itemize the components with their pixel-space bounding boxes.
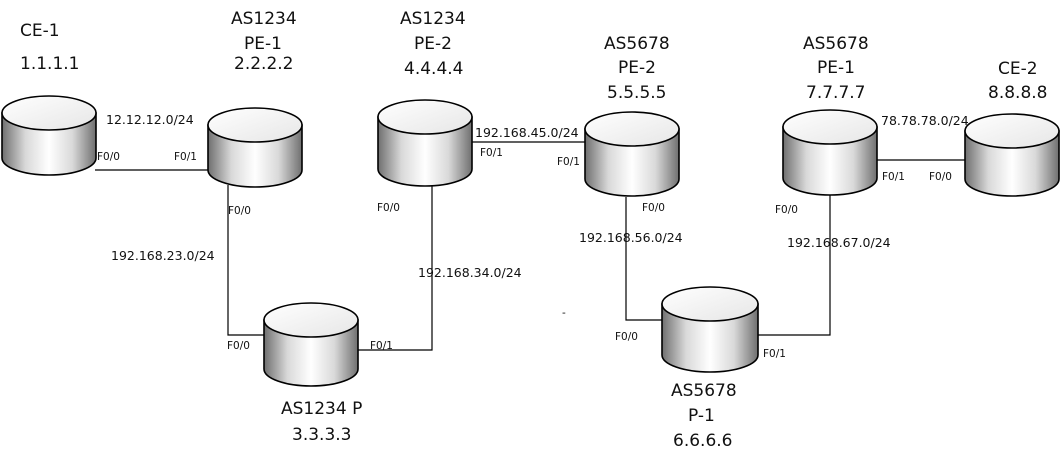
ce1-ip: 1.1.1.1 — [20, 54, 79, 74]
subnet-23: 192.168.23.0/24 — [111, 248, 215, 263]
pe1a-ip: 2.2.2.2 — [234, 54, 293, 74]
router-pe2-as1234 — [377, 99, 473, 187]
if-ce2-f00: F0/0 — [929, 171, 952, 183]
p1b-name: P-1 — [688, 406, 715, 426]
if-pe2b-f00: F0/0 — [642, 202, 665, 214]
interface-labels: F0/0 F0/1 F0/0 F0/0 F0/1 F0/0 F0/1 F0/1 … — [97, 147, 952, 360]
pe2b-as: AS5678 — [604, 34, 670, 54]
subnet-56: 192.168.56.0/24 — [579, 230, 683, 245]
if-p1b-f00: F0/0 — [615, 331, 638, 343]
router-p1-as5678 — [661, 286, 759, 373]
link-pe2b-p1b — [625, 197, 662, 321]
if-pe1a-f00: F0/0 — [228, 205, 251, 217]
subnet-labels: 12.12.12.0/24 192.168.23.0/24 192.168.34… — [106, 112, 969, 280]
if-pa-f00: F0/0 — [227, 340, 250, 352]
pe2b-ip: 5.5.5.5 — [607, 83, 666, 103]
pe2b-name: PE-2 — [618, 58, 656, 78]
if-pa-f01: F0/1 — [370, 340, 393, 352]
pe2a-as: AS1234 — [400, 9, 466, 29]
pa-name: AS1234 P — [281, 399, 362, 419]
if-ce1-f00: F0/0 — [97, 151, 120, 163]
p1b-as: AS5678 — [671, 381, 737, 401]
links — [95, 141, 966, 351]
pa-ip: 3.3.3.3 — [292, 425, 351, 445]
link-pe1a-pa — [227, 185, 265, 336]
if-p1b-f01: F0/1 — [763, 348, 786, 360]
subnet-45: 192.168.45.0/24 — [475, 125, 579, 140]
pe2a-name: PE-2 — [414, 34, 452, 54]
router-pe1-as1234 — [207, 107, 303, 188]
pe1b-ip: 7.7.7.7 — [806, 83, 865, 103]
link-pa-pe2a — [358, 186, 433, 351]
pe1a-name: PE-1 — [244, 34, 282, 54]
subnet-78: 78.78.78.0/24 — [881, 113, 969, 128]
if-pe1a-f01: F0/1 — [174, 151, 197, 163]
pe1b-name: PE-1 — [817, 58, 855, 78]
stray-mark: - — [562, 307, 566, 319]
pe2a-ip: 4.4.4.4 — [404, 59, 463, 79]
subnet-34: 192.168.34.0/24 — [418, 265, 522, 280]
if-pe2a-f01: F0/1 — [480, 147, 503, 159]
p1b-ip: 6.6.6.6 — [673, 431, 732, 451]
subnet-12: 12.12.12.0/24 — [106, 112, 194, 127]
link-p1b-pe1b — [758, 195, 831, 336]
ce2-ip: 8.8.8.8 — [988, 83, 1047, 103]
if-pe1b-f00: F0/0 — [775, 204, 798, 216]
if-pe2b-f01: F0/1 — [557, 156, 580, 168]
subnet-67: 192.168.67.0/24 — [787, 235, 891, 250]
router-pe1-as5678 — [782, 109, 878, 196]
router-pe2-as5678 — [584, 111, 680, 197]
router-p-as1234 — [263, 302, 359, 387]
if-pe1b-f01: F0/1 — [882, 171, 905, 183]
ce2-name: CE-2 — [998, 59, 1038, 79]
router-ce1 — [1, 95, 97, 176]
router-ce2 — [964, 113, 1060, 197]
if-pe2a-f00: F0/0 — [377, 202, 400, 214]
ce1-name: CE-1 — [20, 21, 60, 41]
router-labels: CE-1 1.1.1.1 AS1234 PE-1 2.2.2.2 AS1234 … — [20, 9, 1047, 451]
pe1a-as: AS1234 — [231, 9, 297, 29]
pe1b-as: AS5678 — [803, 34, 869, 54]
